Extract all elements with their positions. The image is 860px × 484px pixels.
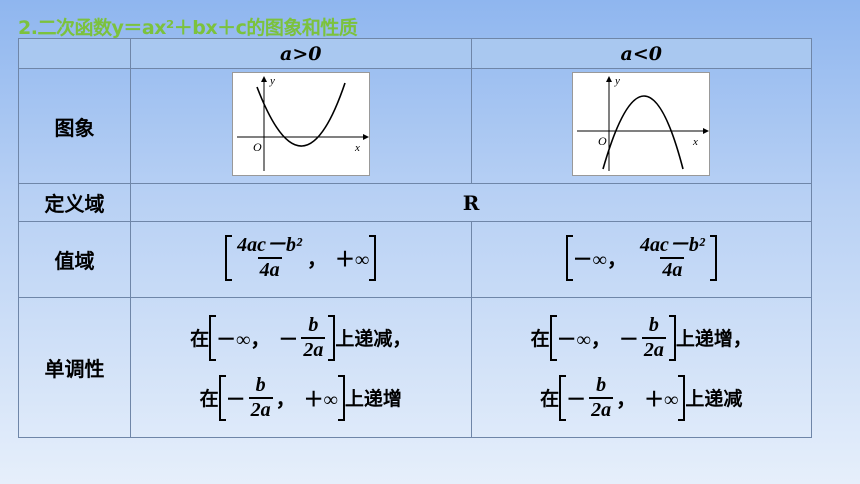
range-numerator: 4ac－b² bbox=[639, 233, 705, 256]
upward-parabola-graph: y x O bbox=[231, 72, 370, 176]
quadratic-properties-table: a>0 a<0 图象 y x O bbox=[18, 38, 812, 438]
range-denominator: 4a bbox=[660, 256, 685, 281]
x-axis-label: x bbox=[354, 142, 360, 154]
range-numerator: 4ac－b² bbox=[237, 233, 303, 256]
graph-row: 图象 y x O bbox=[18, 68, 812, 184]
range-cell-positive: 4ac－b² 4a ， ＋∞ bbox=[130, 221, 472, 298]
y-axis-label: y bbox=[614, 75, 620, 87]
domain-row: 定义域 R bbox=[18, 183, 812, 222]
header-a-positive: a>0 bbox=[130, 38, 472, 69]
minus-infinity: －∞ bbox=[572, 249, 607, 271]
domain-value: R bbox=[130, 183, 812, 222]
range-row: 值域 4ac－b² 4a ， ＋∞ －∞ ， 4ac－b² 4a bbox=[18, 221, 812, 298]
origin-label: O bbox=[598, 134, 607, 148]
range-cell-negative: －∞ ， 4ac－b² 4a bbox=[470, 221, 812, 298]
range-interval-negative: －∞ ， 4ac－b² 4a bbox=[565, 233, 717, 281]
range-label: 值域 bbox=[18, 221, 131, 298]
header-row: a>0 a<0 bbox=[18, 38, 812, 69]
downward-parabola-graph: y x O bbox=[572, 72, 711, 176]
domain-label: 定义域 bbox=[18, 183, 131, 222]
section-title: 2.二次函数y＝ax²＋bx＋c的图象和性质 bbox=[18, 17, 358, 39]
x-axis-label: x bbox=[692, 136, 698, 148]
plus-infinity: ＋∞ bbox=[335, 249, 370, 271]
range-denominator: 4a bbox=[257, 256, 282, 281]
header-empty-cell bbox=[18, 38, 131, 69]
graph-label: 图象 bbox=[18, 68, 131, 184]
header-a-negative: a<0 bbox=[470, 38, 812, 69]
graph-cell-downward: y x O bbox=[470, 68, 812, 184]
range-interval-positive: 4ac－b² 4a ， ＋∞ bbox=[225, 233, 377, 281]
graph-cell-upward: y x O bbox=[130, 68, 472, 184]
origin-label: O bbox=[253, 140, 262, 154]
y-axis-label: y bbox=[269, 75, 275, 87]
monotonicity-label: 单调性 bbox=[18, 297, 131, 438]
